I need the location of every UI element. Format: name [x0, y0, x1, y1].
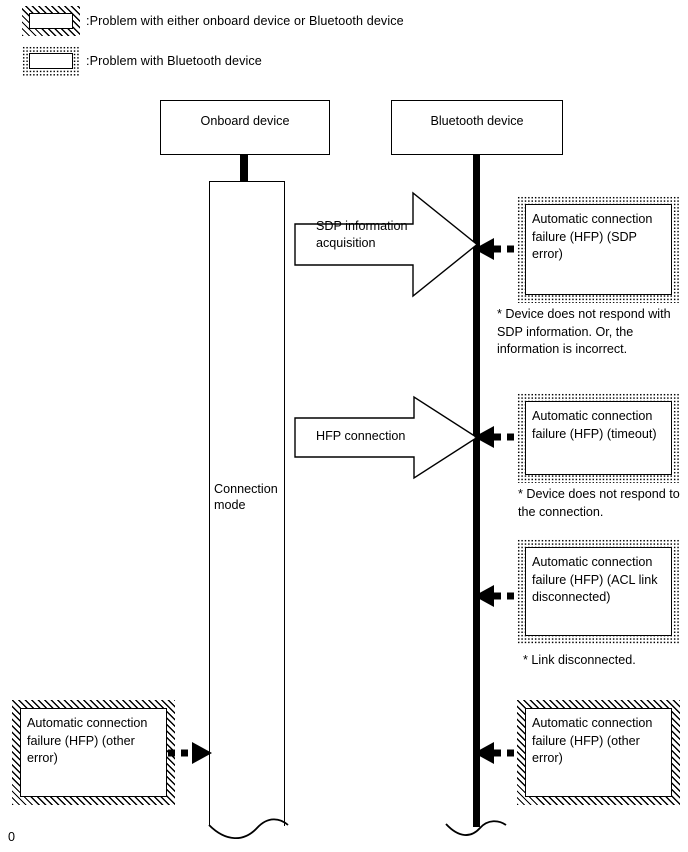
message-arrow-sdp-information-acquisition: SDP information acquisition [294, 191, 479, 298]
note-box-acl-disconnected: Automatic connection failure (HFP) (ACL … [517, 539, 680, 644]
lifeline-header-onboard-device: Onboard device [160, 100, 330, 155]
legend-label-dots: :Problem with Bluetooth device [86, 54, 262, 68]
lifeline-header-bluetooth-device: Bluetooth device [391, 100, 563, 155]
onboard-lifeline-break-icon [200, 812, 296, 840]
legend-label-hatch: :Problem with either onboard device or B… [86, 14, 404, 28]
note-box-other-error-bluetooth: Automatic connection failure (HFP) (othe… [517, 700, 680, 805]
note-box-acl-disconnected-inner: Automatic connection failure (HFP) (ACL … [525, 547, 672, 636]
footnote-sdp: * Device does not respond with SDP infor… [497, 307, 671, 356]
lifeline-header-bluetooth-device-label: Bluetooth device [430, 114, 524, 128]
message-arrow-hfp-label: HFP connection [316, 429, 406, 443]
page-number: 0 [8, 830, 16, 844]
legend-swatch-hatch-icon [22, 6, 80, 36]
onboard-lifeline-stem [240, 155, 248, 183]
note-box-sdp-error-inner: Automatic connection failure (HFP) (SDP … [525, 204, 672, 295]
note-box-sdp-error: Automatic connection failure (HFP) (SDP … [517, 196, 680, 303]
note-box-acl-disconnected-text: Automatic connection failure (HFP) (ACL … [532, 555, 658, 604]
legend-item-hatch: :Problem with either onboard device or B… [22, 6, 404, 36]
legend-item-dots: :Problem with Bluetooth device [22, 46, 262, 76]
message-arrow-hfp-connection: HFP connection [294, 395, 479, 480]
footnote-acl: * Link disconnected. [523, 653, 636, 667]
note-box-other-error-onboard-text: Automatic connection failure (HFP) (othe… [27, 716, 148, 765]
note-box-timeout-text: Automatic connection failure (HFP) (time… [532, 409, 657, 441]
note-connector-other-error-right [474, 740, 522, 766]
note-box-other-error-bluetooth-inner: Automatic connection failure (HFP) (othe… [525, 708, 672, 797]
note-box-timeout: Automatic connection failure (HFP) (time… [517, 393, 680, 483]
note-box-other-error-bluetooth-text: Automatic connection failure (HFP) (othe… [532, 716, 653, 765]
note-box-other-error-onboard-inner: Automatic connection failure (HFP) (othe… [20, 708, 167, 797]
lifeline-header-onboard-device-label: Onboard device [200, 114, 290, 128]
onboard-activation-bar [209, 181, 285, 826]
message-arrow-sdp-label: SDP information acquisition [316, 219, 408, 250]
note-box-timeout-inner: Automatic connection failure (HFP) (time… [525, 401, 672, 475]
note-box-other-error-onboard: Automatic connection failure (HFP) (othe… [12, 700, 175, 805]
onboard-activation-label: Connection mode [214, 481, 290, 513]
onboard-activation-label-text: Connection mode [214, 482, 278, 512]
footnote-timeout: * Device does not respond to the connect… [518, 487, 680, 519]
legend-swatch-dots-icon [22, 46, 80, 76]
note-connector-sdp [474, 236, 522, 262]
bluetooth-lifeline-stem [473, 155, 480, 827]
note-connector-other-error-left [166, 740, 214, 766]
legend-swatch-inner [29, 13, 73, 29]
note-connector-timeout [474, 424, 522, 450]
legend-swatch-inner [29, 53, 73, 69]
note-box-sdp-error-text: Automatic connection failure (HFP) (SDP … [532, 212, 653, 261]
note-connector-acl [474, 583, 522, 609]
bluetooth-lifeline-break-icon [443, 812, 519, 838]
